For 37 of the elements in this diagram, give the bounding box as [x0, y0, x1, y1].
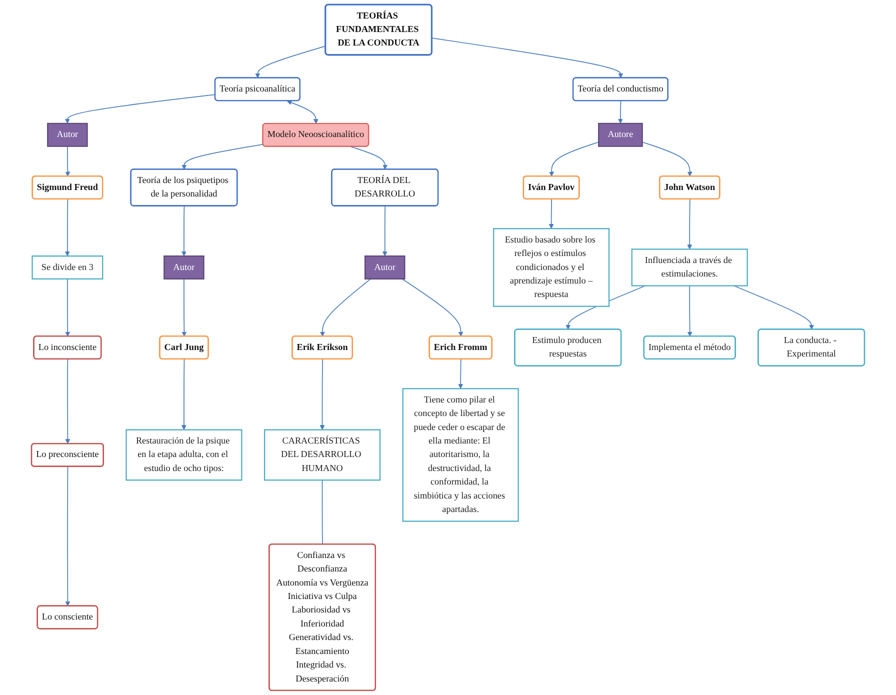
- node-box: Autore: [598, 122, 643, 147]
- node-box: Autor: [364, 255, 406, 280]
- arrow: [733, 285, 814, 330]
- arrow: [182, 278, 187, 337]
- arrow: [687, 285, 692, 337]
- arrow: [181, 206, 186, 256]
- arrow: [320, 278, 372, 337]
- node-box: Restauración de la psique en la etapa adulta, con el estudio de ocho tipos:: [126, 429, 242, 481]
- arrow: [65, 146, 70, 177]
- arrow: [65, 358, 70, 444]
- node-box: Se divide en 3: [32, 255, 104, 280]
- arrow: [350, 146, 388, 170]
- arrow: [458, 358, 464, 389]
- arrow: [64, 198, 70, 256]
- arrow: [65, 466, 70, 606]
- arrow: [255, 46, 326, 78]
- arrow: [687, 198, 692, 250]
- connector: [322, 480, 323, 545]
- node-box: Tiene como pilar el concepto de libertad y se puede ceder o escapar de ella mediante: El autoritarismo, la destructividad, la conformidad, la simbiótica y las acciones apartadas.: [402, 388, 519, 522]
- arrow: [642, 142, 692, 177]
- node-box: Autor: [47, 122, 88, 147]
- arrow: [432, 38, 624, 78]
- arrow: [64, 94, 216, 124]
- arrow: [181, 358, 186, 430]
- arrow: [618, 100, 623, 124]
- node-box: Influenciada a través de estimulaciones.: [631, 248, 748, 286]
- arrow: [182, 144, 264, 170]
- arrow: [549, 142, 600, 177]
- node-box: Estudio basado sobre los reflejos o estímulos condicionados y el aprendizaje estímulo –respuesta: [493, 228, 610, 307]
- arrow: [402, 278, 464, 337]
- arrow: [320, 358, 325, 430]
- arrow: [382, 206, 388, 256]
- node-box: Autor: [164, 255, 204, 280]
- arrow: [65, 278, 70, 337]
- arrow: [548, 198, 554, 229]
- arrow: [286, 100, 318, 124]
- node-box: CARACERÍSTICAS DEL DESARROLLO HUMANO: [264, 429, 381, 481]
